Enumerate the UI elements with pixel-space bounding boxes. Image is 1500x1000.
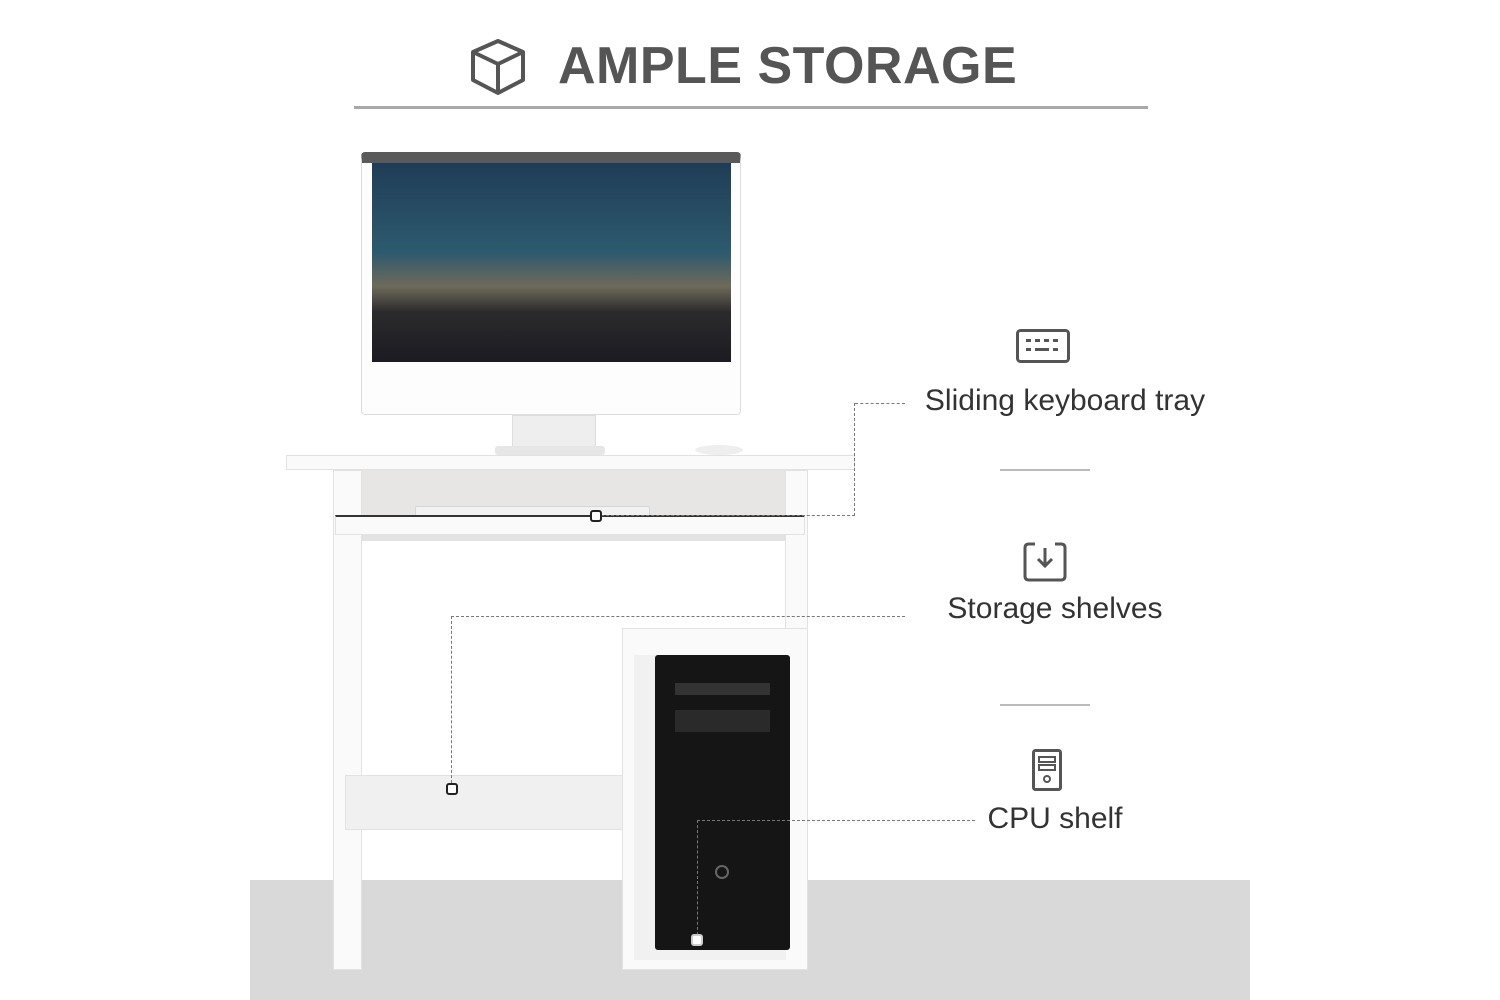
feature-keyboard-tray: Sliding keyboard tray — [924, 384, 1206, 417]
computer-tower-icon — [1032, 749, 1062, 791]
feature-storage-shelves: Storage shelves — [947, 592, 1163, 625]
lower-back — [362, 535, 785, 541]
lower-shelf — [345, 775, 625, 830]
monitor-screen — [372, 163, 731, 362]
title-divider — [354, 106, 1148, 109]
marker — [446, 783, 458, 795]
leader-cpu — [697, 820, 975, 940]
keyboard-icon — [1016, 329, 1070, 363]
monitor-stand — [512, 415, 596, 449]
left-leg — [333, 470, 362, 970]
leader-keyboard-top — [855, 403, 905, 404]
mouse — [695, 445, 743, 455]
cpu-tower — [655, 655, 790, 950]
cube-icon — [471, 39, 525, 95]
feature-divider — [1000, 469, 1090, 471]
monitor-base — [495, 446, 605, 455]
download-box-icon — [1023, 542, 1067, 582]
feature-cpu-shelf: CPU shelf — [987, 802, 1123, 835]
marker — [691, 934, 703, 946]
keyboard-tray — [335, 515, 805, 535]
feature-divider — [1000, 704, 1090, 706]
leader-storage — [451, 616, 905, 788]
page-title: AMPLE STORAGE — [558, 37, 1018, 95]
leader-keyboard — [596, 403, 855, 516]
marker — [590, 510, 602, 522]
